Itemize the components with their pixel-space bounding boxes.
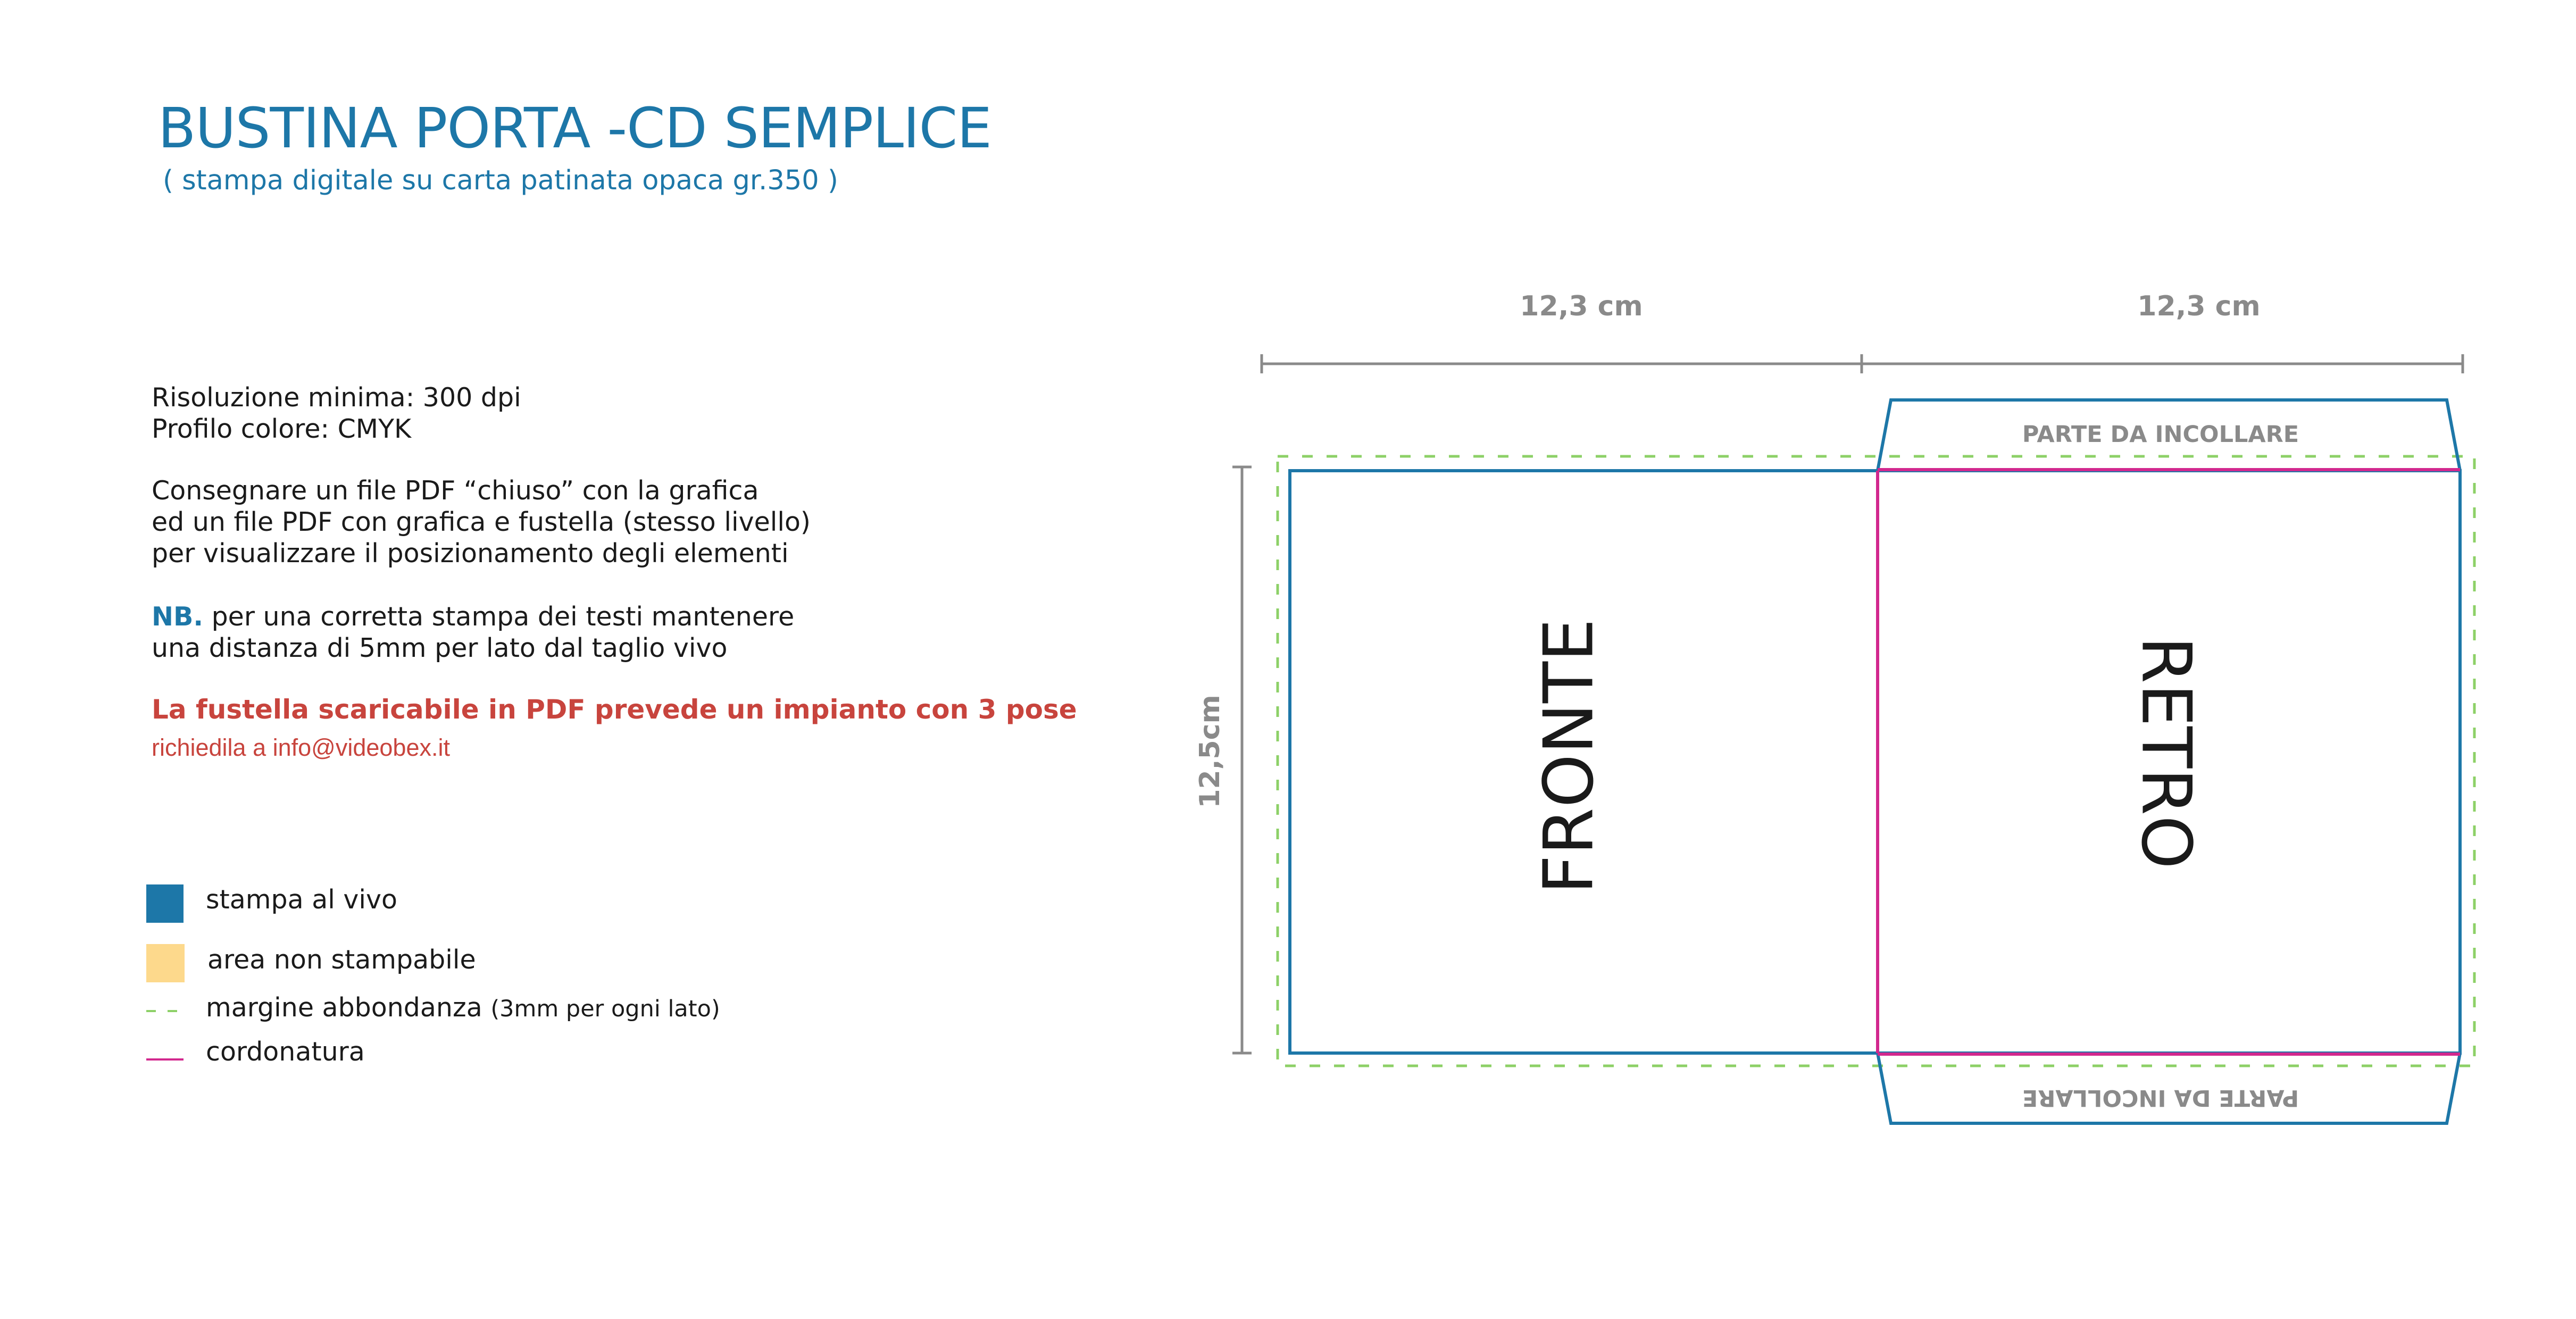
- delivery-line: per visualizzare il posizionamento degli…: [152, 538, 789, 569]
- top-flap-label: PARTE DA INCOLLARE: [2022, 421, 2299, 448]
- delivery-instructions: Consegnare un file PDF “chiuso” con la g…: [152, 475, 811, 569]
- width-right-label: 12,3 cm: [2137, 290, 2260, 322]
- note-text: per una corretta stampa dei testi manten…: [211, 602, 795, 632]
- color-profile-spec: Profilo colore: CMYK: [152, 414, 412, 444]
- page-subtitle: ( stampa digitale su carta patinata opac…: [163, 165, 838, 196]
- legend-margin-label: margine abbondanza: [206, 992, 482, 1023]
- note-line: NB. per una corretta stampa dei testi ma…: [152, 601, 794, 632]
- top-glue-flap: [1876, 398, 2462, 471]
- legend-margin-note: (3mm per ogni lato): [490, 996, 720, 1022]
- note-line: una distanza di 5mm per lato dal taglio …: [152, 633, 728, 663]
- nb-label: NB.: [152, 602, 203, 632]
- back-label: RETRO: [2127, 636, 2206, 869]
- legend-label: cordonatura: [206, 1037, 365, 1067]
- magenta-line-icon: [146, 1058, 184, 1061]
- legend-label: stampa al vivo: [206, 884, 398, 915]
- delivery-line: Consegnare un file PDF “chiuso” con la g…: [152, 475, 759, 506]
- bottom-glue-flap: [1876, 1053, 2462, 1125]
- width-dimension: [1260, 354, 2464, 373]
- bottom-flap-label: PARTE DA INCOLLARE: [2022, 1084, 2299, 1111]
- print-note: NB. per una corretta stampa dei testi ma…: [152, 601, 794, 664]
- bleed-margin: [1276, 455, 2476, 1067]
- height-label: 12,5cm: [1194, 695, 1226, 808]
- legend-label: margine abbondanza (3mm per ogni lato): [206, 992, 720, 1023]
- dashed-line-icon: [146, 1010, 181, 1012]
- page-title: BUSTINA PORTA -CD SEMPLICE: [158, 96, 992, 161]
- contact-email: richiedila a info@videobex.it: [152, 734, 450, 761]
- width-left-label: 12,3 cm: [1520, 290, 1643, 322]
- yellow-swatch: [146, 944, 185, 982]
- front-label: FRONTE: [1530, 619, 1609, 894]
- print-specs: Risoluzione minima: 300 dpi Profilo colo…: [152, 382, 521, 445]
- delivery-line: ed un file PDF con grafica e fustella (s…: [152, 507, 811, 537]
- height-dimension: [1232, 465, 1252, 1055]
- blue-swatch: [146, 884, 184, 923]
- legend-label: area non stampabile: [207, 945, 476, 975]
- resolution-spec: Risoluzione minima: 300 dpi: [152, 382, 521, 413]
- fustella-notice: La fustella scaricabile in PDF prevede u…: [152, 694, 1077, 725]
